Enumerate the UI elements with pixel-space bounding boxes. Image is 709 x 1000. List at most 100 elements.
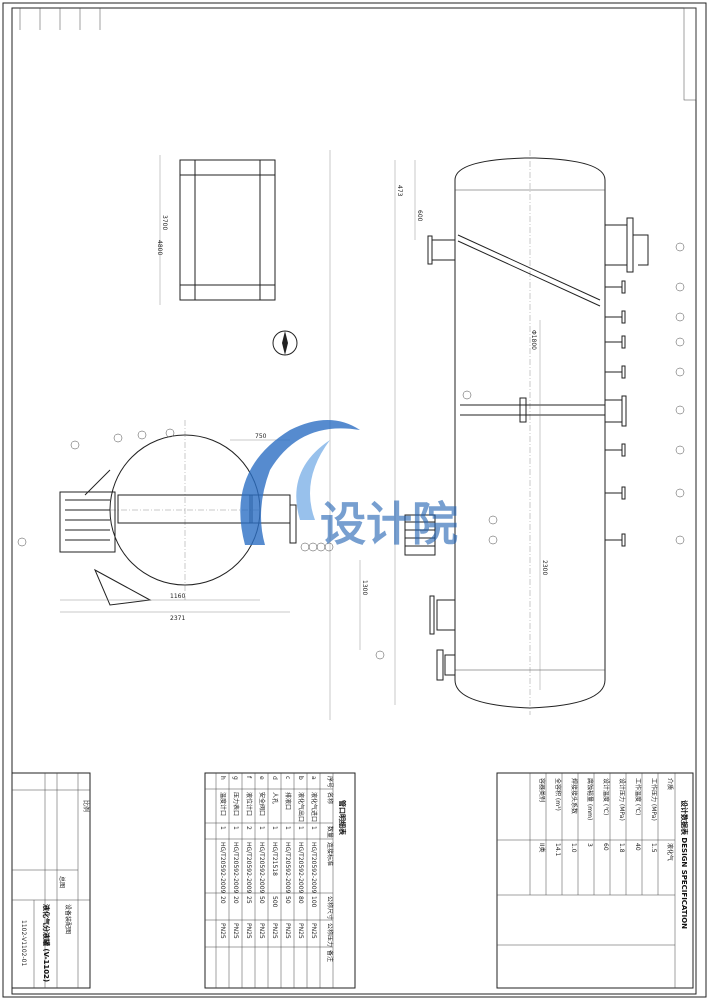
nozzle-cell: 25 bbox=[245, 896, 252, 904]
north-arrow-needle bbox=[282, 331, 288, 355]
nozzle-cell: PN25 bbox=[310, 923, 317, 939]
title-block bbox=[11, 772, 91, 989]
vessel-end-view bbox=[17, 420, 334, 613]
nozzle-cell: PN25 bbox=[245, 923, 252, 939]
nozzle-cell: 液化气进口 bbox=[310, 792, 318, 822]
nozzle-cell: a bbox=[310, 776, 317, 780]
nozzle-cell: HG/T20592-2009 bbox=[245, 842, 252, 894]
drawing-title: 液化气分液罐 (V-1102) bbox=[42, 904, 51, 982]
nozzle-cell: 1 bbox=[219, 826, 226, 830]
dim-1300: 1300 bbox=[361, 580, 368, 595]
nozzle-cell: HG/T20592-2009 bbox=[284, 842, 291, 894]
nozzle-table bbox=[204, 772, 356, 989]
dim-4800: 4800 bbox=[156, 240, 163, 255]
design-spec-table bbox=[496, 772, 694, 989]
nozzle-cell: f bbox=[245, 776, 252, 779]
nozzle-cell: 20 bbox=[219, 896, 226, 904]
nozzle-cell: e bbox=[258, 776, 265, 780]
dim-diameter: Φ1800 bbox=[530, 330, 537, 350]
spec-label: 容器类别 bbox=[538, 778, 546, 802]
nozzle-cell: HG/T21518 bbox=[271, 842, 278, 876]
nozzle-cell: PN25 bbox=[297, 923, 304, 939]
nozzle-cell: HG/T20592-2009 bbox=[310, 842, 317, 894]
nozzle-header-cell: 备注 bbox=[326, 950, 334, 962]
nozzle-header-cell: 名称 bbox=[326, 792, 334, 804]
corner-stamp bbox=[683, 7, 697, 101]
dim-3700: 3700 bbox=[161, 215, 168, 230]
nozzle-cell: 50 bbox=[284, 896, 291, 904]
nozzle-cell: 1 bbox=[271, 826, 278, 830]
spec-value: II类 bbox=[538, 843, 546, 853]
dim-600: 600 bbox=[416, 210, 423, 222]
spec-value: 40 bbox=[634, 843, 641, 851]
spec-label: 焊接接头系数 bbox=[570, 778, 578, 814]
nozzle-cell: 20 bbox=[232, 896, 239, 904]
nozzle-header-cell: 序号 bbox=[326, 776, 334, 788]
spec-value: 液化气 bbox=[666, 843, 674, 861]
nozzle-cell: 1 bbox=[232, 826, 239, 830]
vessel-main-view bbox=[329, 150, 685, 720]
spec-value: 1.8 bbox=[618, 843, 625, 853]
nozzle-cell: b bbox=[297, 776, 304, 780]
nozzle-header-cell: 公称尺寸 bbox=[326, 896, 334, 920]
spec-label: 全容积 (m³) bbox=[554, 778, 562, 811]
design-spec-title: 设计数据表 DESIGN SPECIFICATION bbox=[680, 800, 689, 929]
dim-750: 750 bbox=[255, 433, 267, 440]
dim-1160: 1160 bbox=[170, 593, 185, 600]
spec-label: 设计压力 (MPa) bbox=[618, 778, 626, 821]
nozzle-cell: PN25 bbox=[232, 923, 239, 939]
nozzle-cell: 80 bbox=[297, 896, 304, 904]
spec-label: 介质 bbox=[666, 778, 674, 790]
drawing-number: 1102-V1102-01 bbox=[20, 920, 27, 966]
nozzle-header-cell: 连接标准 bbox=[326, 842, 334, 866]
dim-2300: 2300 bbox=[541, 560, 548, 575]
nozzle-cell: 安全阀口 bbox=[258, 792, 266, 816]
nozzle-cell: 1 bbox=[258, 826, 265, 830]
nozzle-cell: HG/T20592-2009 bbox=[219, 842, 226, 894]
nozzle-cell: 液化气出口 bbox=[297, 792, 305, 822]
nozzle-cell: d bbox=[271, 776, 278, 780]
nozzle-cell: 500 bbox=[271, 896, 278, 908]
nozzle-cell: PN25 bbox=[219, 923, 226, 939]
inner-border bbox=[11, 7, 697, 995]
spec-value: 14.1 bbox=[554, 843, 561, 857]
watermark-text: 设计院 bbox=[320, 497, 458, 551]
nozzle-cell: h bbox=[219, 776, 226, 780]
nozzle-cell: PN25 bbox=[284, 923, 291, 939]
nozzle-cell: 50 bbox=[258, 896, 265, 904]
sheet-label: 总图 bbox=[58, 876, 66, 888]
nozzle-cell: HG/T20592-2009 bbox=[297, 842, 304, 894]
nozzle-cell: g bbox=[232, 776, 239, 780]
spec-label: 工作压力 (MPa) bbox=[650, 778, 658, 821]
spec-value: 1.0 bbox=[570, 843, 577, 853]
nozzle-cell: 1 bbox=[284, 826, 291, 830]
nozzle-cell: 100 bbox=[310, 896, 317, 908]
nozzle-cell: PN25 bbox=[271, 923, 278, 939]
nozzle-cell: 2 bbox=[245, 826, 252, 830]
nozzle-cell: 人孔 bbox=[271, 792, 279, 804]
nozzle-cell: 液位计口 bbox=[245, 792, 253, 816]
nozzle-cell: 1 bbox=[297, 826, 304, 830]
nozzle-header-cell: 公称压力 bbox=[326, 923, 334, 947]
saddle-detail bbox=[179, 159, 276, 301]
spec-value: 60 bbox=[602, 843, 609, 851]
nozzle-table-title: 管口明细表 bbox=[338, 800, 347, 836]
nozzle-cell: c bbox=[284, 776, 291, 779]
watermark-logo: 设计院 bbox=[240, 420, 458, 551]
nozzle-cell: HG/T20592-2009 bbox=[232, 842, 239, 894]
nozzle-cell: 排液口 bbox=[284, 792, 292, 810]
nozzle-cell: PN25 bbox=[258, 923, 265, 939]
spec-value: 3 bbox=[586, 843, 593, 847]
dim-2371: 2371 bbox=[170, 615, 185, 622]
nozzle-header-cell: 数量 bbox=[326, 826, 334, 838]
nozzle-cell: 温度计口 bbox=[219, 792, 227, 816]
nozzle-cell: HG/T20592-2009 bbox=[258, 842, 265, 894]
nozzle-cell: 压力表口 bbox=[232, 792, 240, 816]
drawing-subtitle: 设备装配图 bbox=[64, 904, 72, 934]
spec-label: 腐蚀裕量 (mm) bbox=[586, 778, 594, 820]
scale-label: 比例 bbox=[82, 800, 90, 812]
